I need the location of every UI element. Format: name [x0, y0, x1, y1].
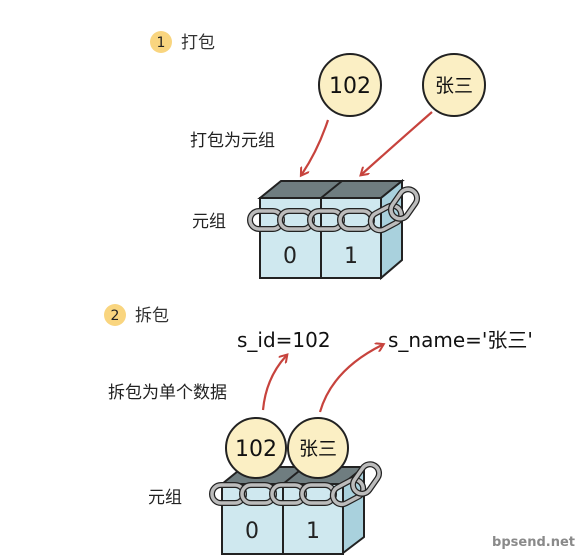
unpack-index-0: 0 — [245, 519, 259, 544]
unpack-assign-a: s_id=102 — [237, 328, 331, 352]
unpack-tuple-box: 102 张三 0 1 — [212, 417, 383, 556]
pack-arrow-a — [302, 119, 330, 174]
step2-title: 拆包 — [135, 306, 169, 326]
pack-index-0: 0 — [283, 244, 297, 269]
unpack-arrow-b — [318, 345, 382, 413]
unpack-tuple-label: 元组 — [148, 488, 182, 508]
unpack-action-label: 拆包为单个数据 — [108, 383, 227, 403]
watermark: bpsend.net — [492, 535, 575, 550]
pack-arrow-b — [362, 111, 433, 174]
step1-number: 1 — [157, 35, 166, 51]
step1-badge — [150, 31, 172, 53]
pack-tuple-box: 0 1 — [250, 178, 421, 281]
unpack-ball-zhangsan: 张三 — [287, 417, 349, 479]
pack-action-label: 打包为元组 — [190, 131, 275, 151]
unpack-arrow-a — [261, 356, 286, 411]
step2-number: 2 — [111, 308, 120, 324]
unpack-ball-102: 102 — [225, 417, 287, 479]
step1-heading: 1 打包 — [150, 31, 215, 53]
pack-tuple-label: 元组 — [192, 212, 226, 232]
step2-heading: 2 拆包 — [104, 304, 169, 326]
step2-badge — [104, 304, 126, 326]
unpack-value-a: 102 — [235, 437, 277, 462]
unpack-index-1: 1 — [306, 519, 320, 544]
pack-index-1: 1 — [344, 244, 358, 269]
pack-ball-102: 102 — [318, 53, 382, 117]
pack-ball-zhangsan: 张三 — [422, 53, 486, 117]
pack-value-a: 102 — [329, 74, 371, 99]
pack-value-b: 张三 — [435, 75, 473, 97]
unpack-value-b: 张三 — [299, 438, 337, 460]
step1-title: 打包 — [181, 33, 215, 53]
unpack-assign-b: s_name='张三' — [388, 328, 533, 352]
